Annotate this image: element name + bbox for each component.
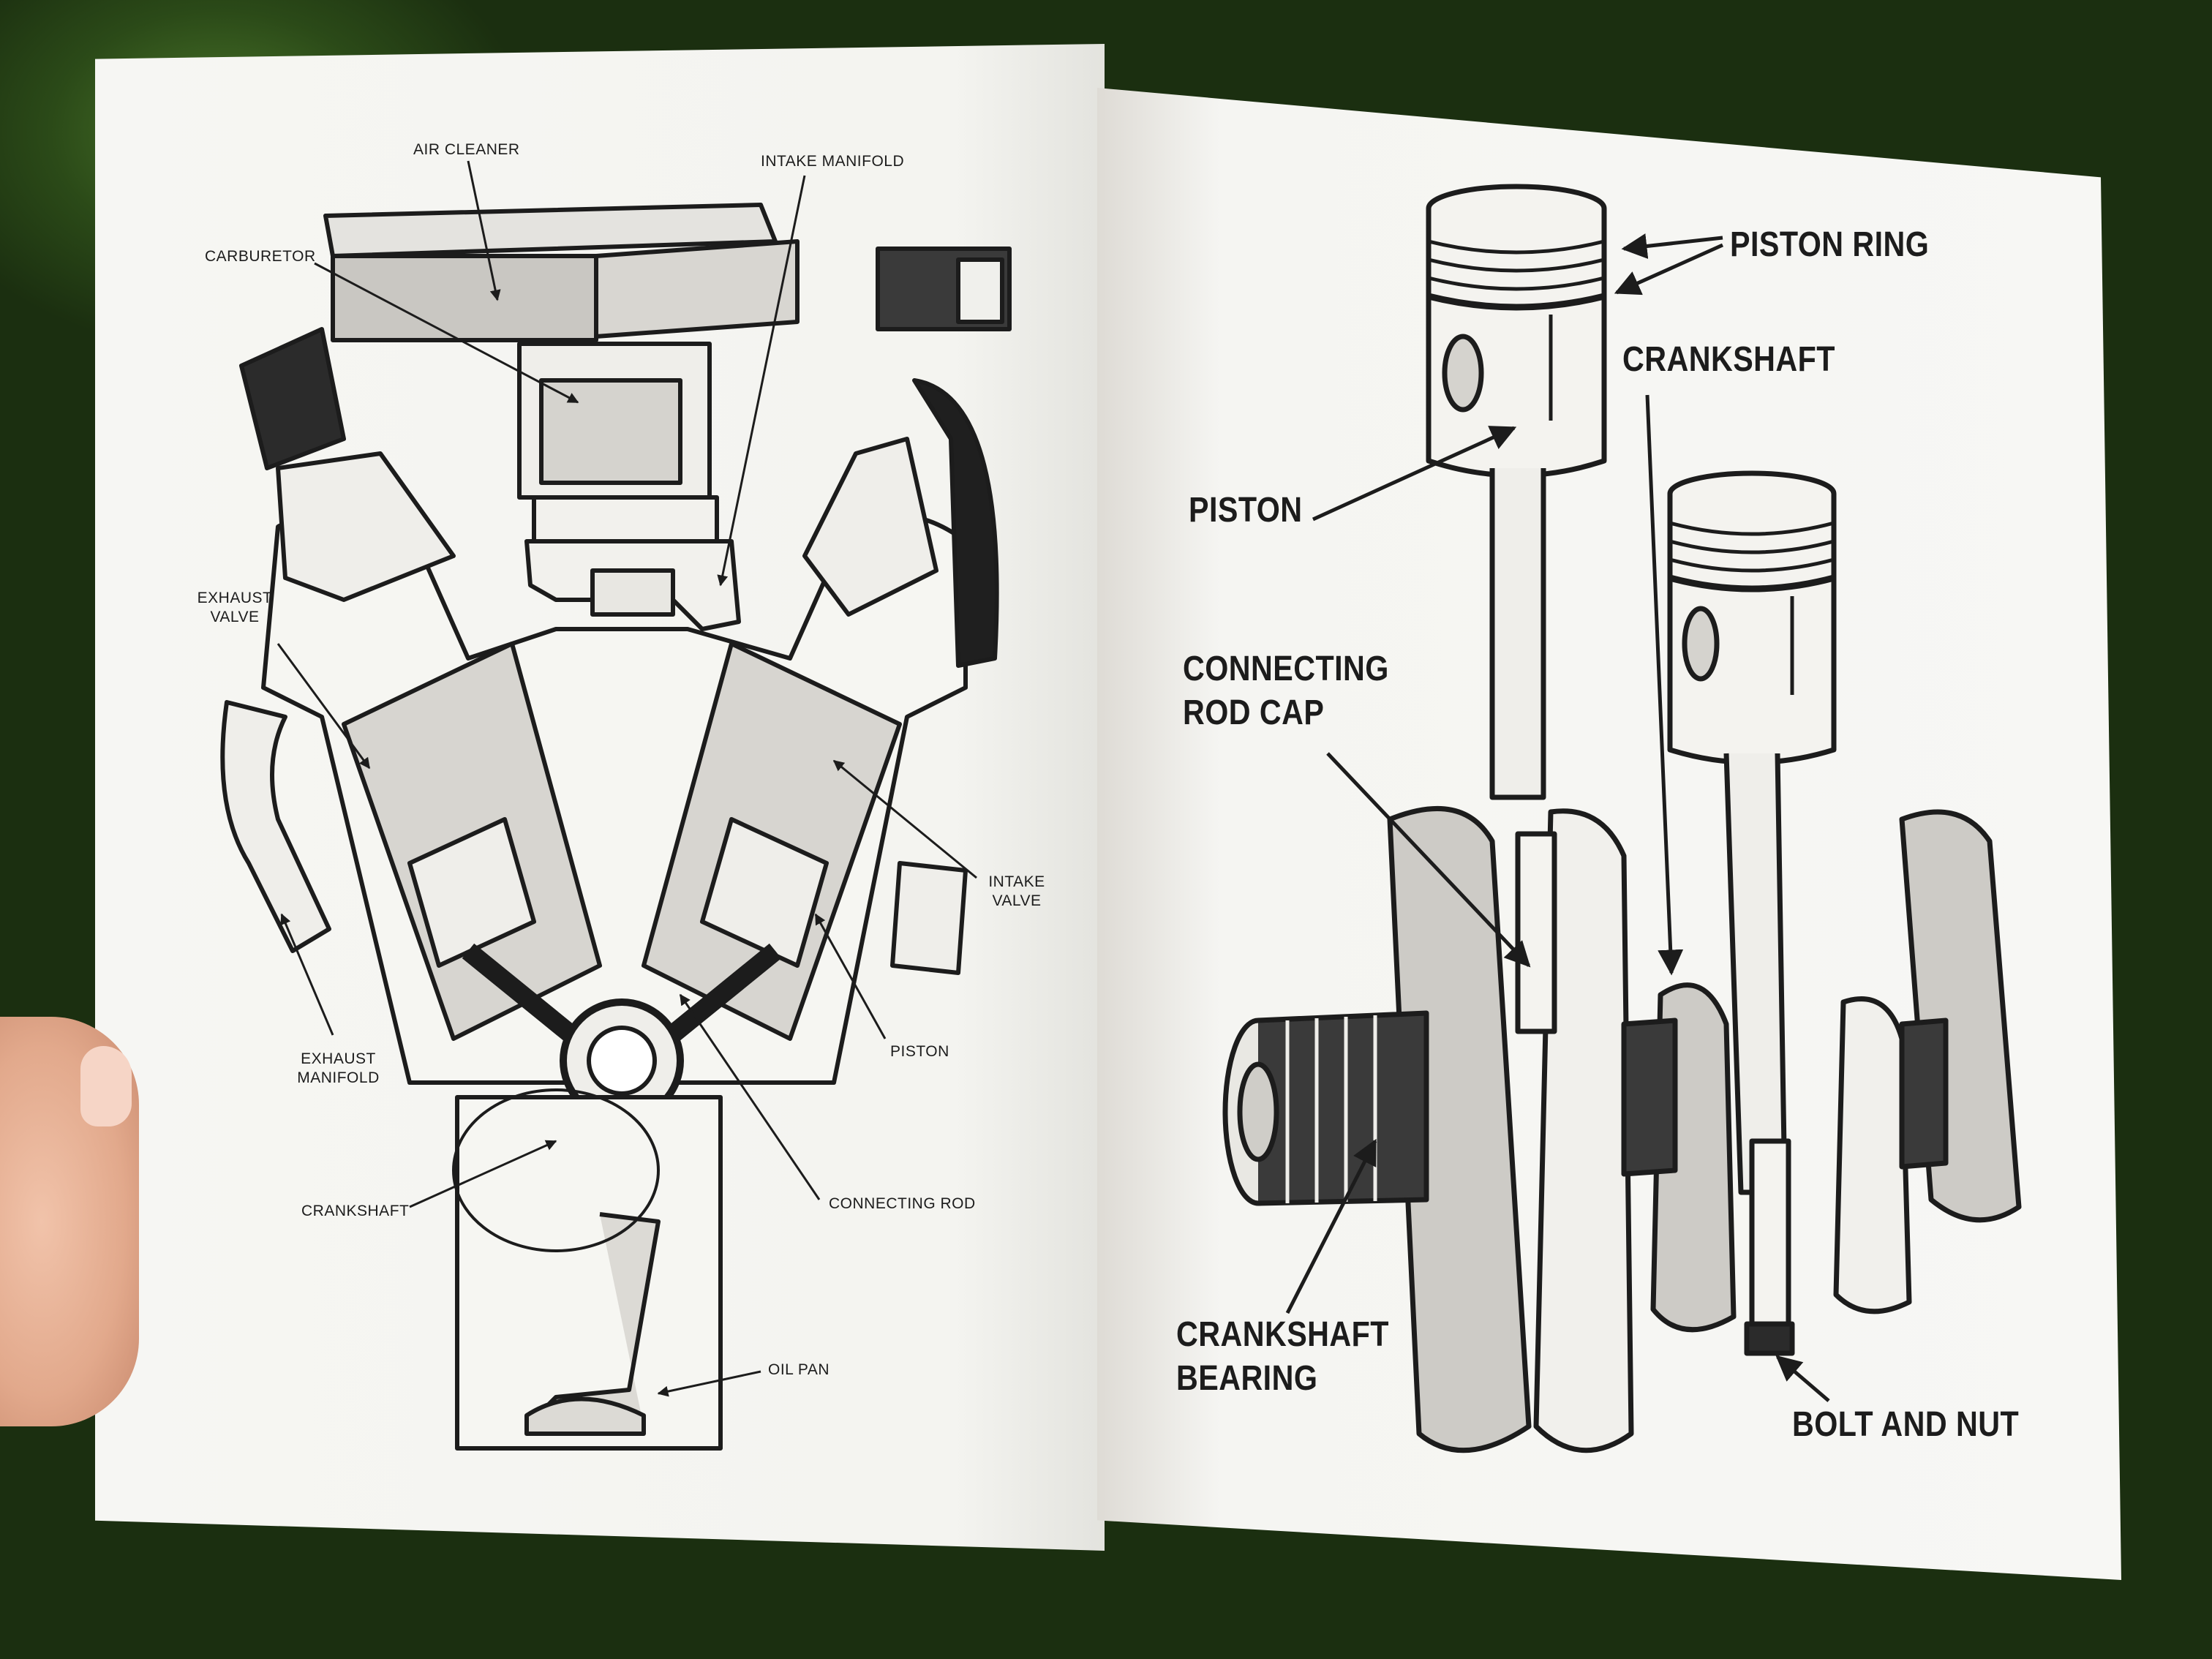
leader-exhaust-manifold xyxy=(280,913,334,1036)
carburetor-shape xyxy=(517,342,719,543)
label-intake-manifold: INTAKE MANIFOLD xyxy=(761,153,905,170)
crank-web-1 xyxy=(1387,805,1532,1453)
engine-block-shape xyxy=(261,378,999,1123)
leader-bolt-and-nut xyxy=(1775,1355,1830,1402)
piston-crankshaft-illustration xyxy=(1222,184,2022,1453)
leader-piston-ring-top xyxy=(1621,233,1723,259)
label-connecting-rod-cap-line2: ROD CAP xyxy=(1183,693,1325,732)
crank-web-2 xyxy=(1533,808,1634,1453)
label-exhaust-manifold: EXHAUST MANIFOLD xyxy=(293,1050,384,1088)
leader-piston xyxy=(814,913,887,1039)
leader-air-cleaner xyxy=(467,160,501,301)
piston-1-shape xyxy=(1426,184,1607,478)
engine-cross-section xyxy=(220,203,1012,1451)
leader-carburetor xyxy=(314,262,579,404)
label-exhaust-manifold-line1: EXHAUST xyxy=(301,1050,376,1067)
label-exhaust-valve-line2: VALVE xyxy=(210,609,260,626)
leader-crankshaft xyxy=(409,1140,557,1208)
label-intake-valve-line2: VALVE xyxy=(992,892,1042,910)
leader-intake-valve xyxy=(832,759,977,879)
leader-crankshaft-right xyxy=(1645,394,1684,976)
leader-crankshaft-bearing xyxy=(1285,1138,1377,1314)
label-crankshaft-bearing-line2: BEARING xyxy=(1176,1359,1318,1398)
ignition-coil-shape xyxy=(239,327,346,470)
label-bolt-and-nut: BOLT AND NUT xyxy=(1792,1405,2020,1444)
bolt-shape xyxy=(1749,1138,1791,1342)
connecting-rod-2-shape xyxy=(1723,753,1788,1195)
leader-oil-pan xyxy=(657,1370,761,1397)
label-exhaust-valve: EXHAUST VALVE xyxy=(195,589,275,628)
left-cylinder-head xyxy=(276,451,456,602)
label-connecting-rod: CONNECTING ROD xyxy=(829,1195,976,1212)
label-piston-ring: PISTON RING xyxy=(1730,225,1930,264)
thumb-nail xyxy=(80,1046,132,1126)
label-carburetor: CARBURETOR xyxy=(205,248,316,265)
label-exhaust-manifold-line2: MANIFOLD xyxy=(297,1069,380,1087)
label-oil-pan: OIL PAN xyxy=(768,1361,830,1378)
rod-cap-shape xyxy=(1515,831,1557,1034)
label-piston-left: PISTON xyxy=(890,1043,949,1060)
crank-pin-2 xyxy=(1899,1017,1949,1170)
label-crankshaft-left: CRANKSHAFT xyxy=(301,1203,410,1219)
label-crankshaft-bearing-line1: CRANKSHAFT xyxy=(1176,1315,1389,1354)
right-leader-lines xyxy=(1285,233,1830,1402)
label-intake-valve-line1: INTAKE xyxy=(988,873,1045,890)
right-manifold-shape xyxy=(890,861,968,975)
piston-2-shape xyxy=(1667,470,1837,765)
leader-intake-manifold xyxy=(717,175,806,587)
crank-web-4 xyxy=(1833,996,1912,1314)
right-cylinder-head xyxy=(802,437,938,617)
leader-rod-cap xyxy=(1326,752,1531,968)
label-intake-valve: INTAKE VALVE xyxy=(977,873,1057,911)
label-connecting-rod-cap-line1: CONNECTING xyxy=(1183,650,1389,688)
left-leader-lines xyxy=(276,160,977,1397)
label-crankshaft-bearing: CRANKSHAFT BEARING xyxy=(1176,1313,1389,1401)
leader-connecting-rod xyxy=(679,993,821,1200)
crankshaft-bearing-shape xyxy=(1222,1010,1429,1206)
label-air-cleaner: AIR CLEANER xyxy=(413,141,520,158)
label-crankshaft-right: CRANKSHAFT xyxy=(1622,340,1835,379)
exhaust-manifold-shape xyxy=(220,700,331,953)
label-connecting-rod-cap: CONNECTING ROD CAP xyxy=(1183,647,1389,735)
air-cleaner-shape xyxy=(323,203,1012,342)
connecting-rod-1-shape xyxy=(1489,468,1546,800)
crank-pin-1 xyxy=(1621,1017,1678,1177)
leader-exhaust-valve xyxy=(276,643,371,770)
nut-shape xyxy=(1744,1321,1795,1356)
label-exhaust-valve-line1: EXHAUST xyxy=(197,590,273,606)
leader-piston-right xyxy=(1312,426,1517,522)
intake-manifold-shape xyxy=(524,539,741,631)
label-piston-right: PISTON xyxy=(1189,491,1303,530)
leader-piston-ring-bottom xyxy=(1614,243,1724,296)
oil-pan-shape xyxy=(452,1088,723,1451)
